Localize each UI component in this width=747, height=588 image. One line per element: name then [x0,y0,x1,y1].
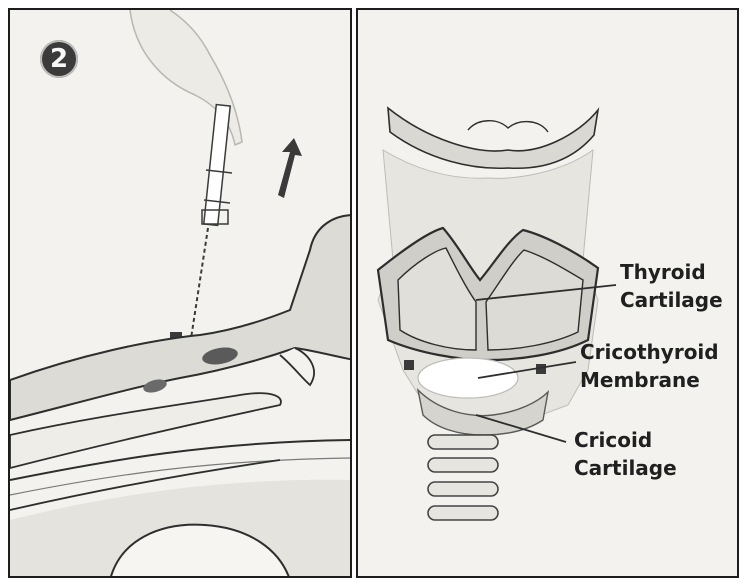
hyoid-bone [388,108,598,168]
cricoid-label-line1: Cricoid [574,426,677,454]
sagittal-view-panel: 2 [8,8,352,578]
needle [190,228,208,345]
syringe-barrel [204,105,230,226]
thyroid-cartilage-label: Thyroid Cartilage [620,258,723,314]
thyroid-label-line2: Cartilage [620,286,723,314]
sagittal-drawing [10,10,352,578]
anterior-view-panel: Thyroid Cartilage Cricothyroid Membrane … [356,8,739,578]
cricoid-cartilage-label: Cricoid Cartilage [574,426,677,482]
thyroid-label-line1: Thyroid [620,258,723,286]
trachea-rings [428,435,498,520]
cricothyroid-membrane-label: Cricothyroid Membrane [580,338,719,394]
cricoid-label-line2: Cartilage [574,454,677,482]
withdraw-arrow [278,138,302,198]
laryngeal-tissue [10,215,352,420]
cricothyroid-label-line1: Cricothyroid [580,338,719,366]
cricothyroid-membrane [418,358,518,398]
cricothyroid-label-line2: Membrane [580,366,719,394]
step-number-badge: 2 [40,40,78,78]
